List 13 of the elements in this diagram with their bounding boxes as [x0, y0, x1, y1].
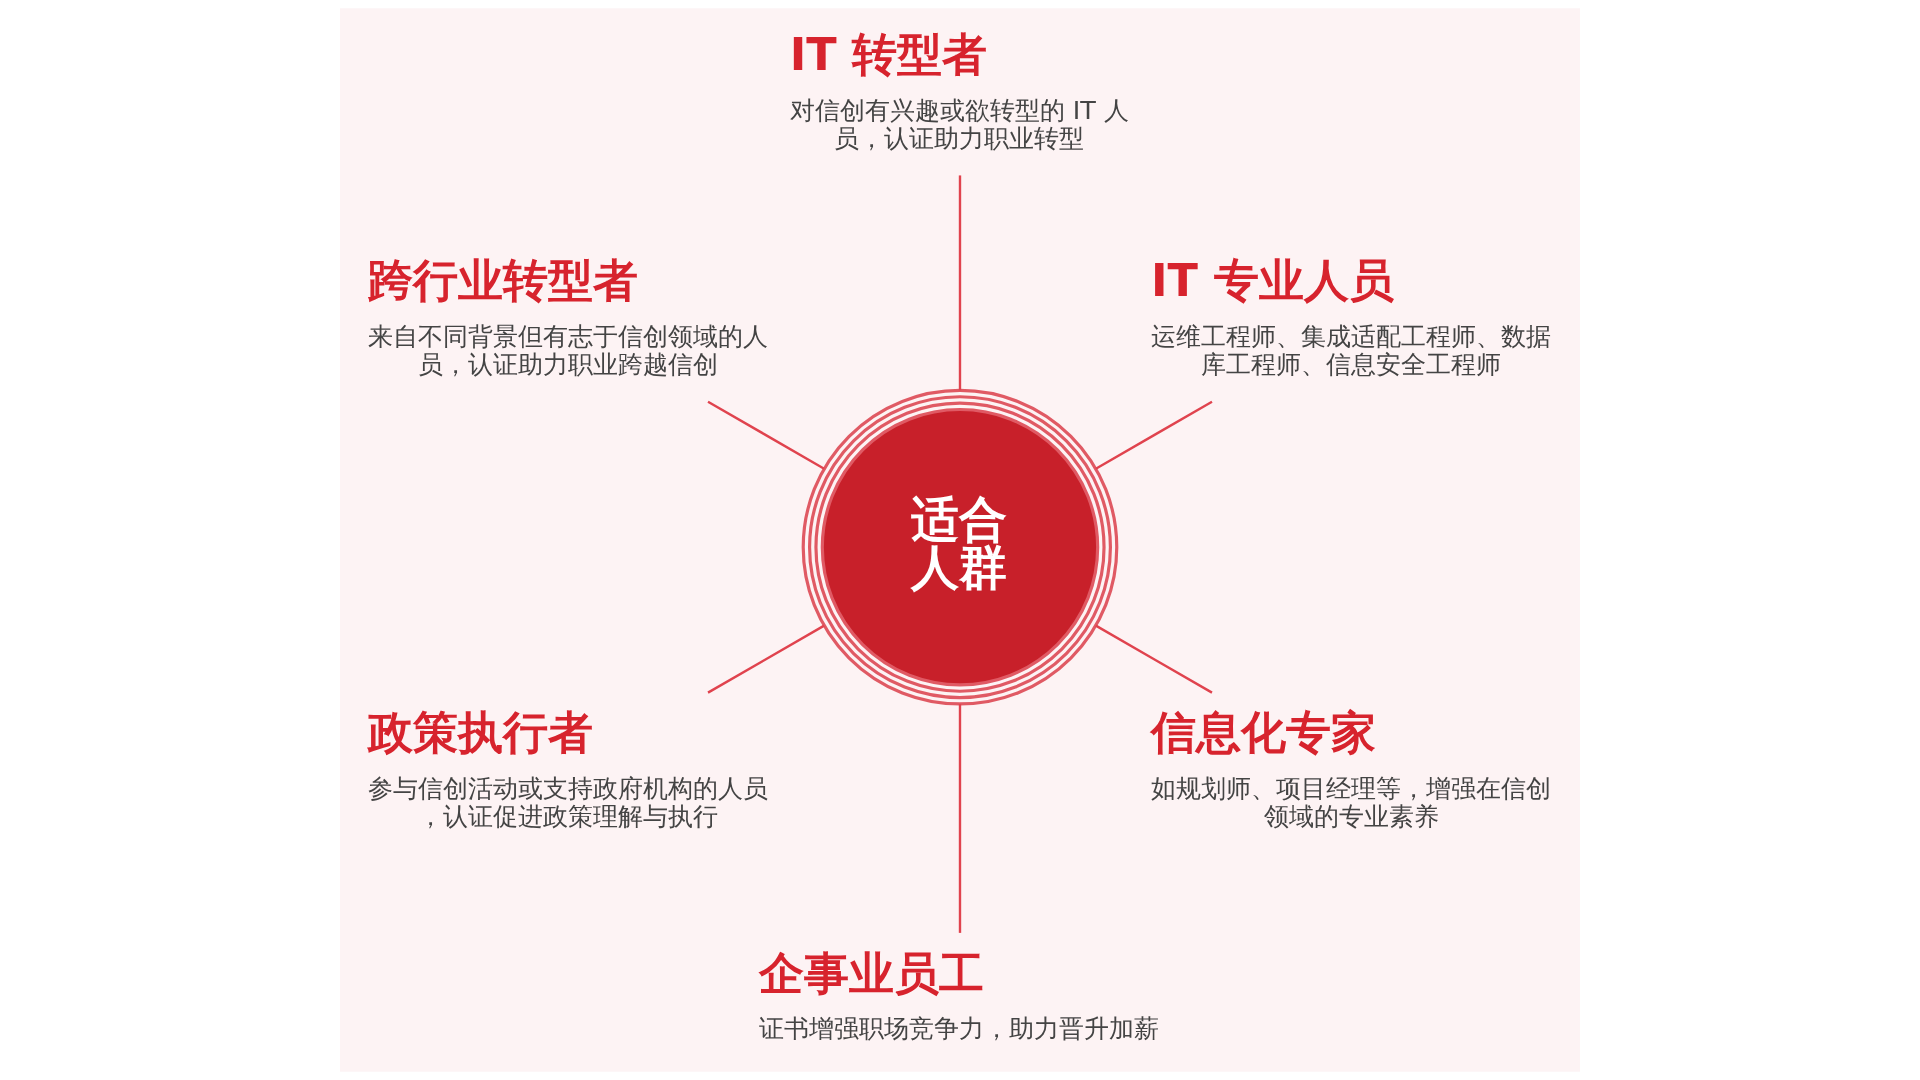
- node-text: 政策执行者 参与信创活动或支持政府机构的人员，认证促进政策理解与执行: [367, 707, 768, 832]
- connector: [958, 175, 962, 391]
- node-text: 跨行业转型者 来自不同背景但有志于信创领域的人员，认证助力职业跨越信创: [367, 255, 768, 380]
- connector: [707, 400, 825, 470]
- connector: [1095, 624, 1213, 694]
- node-text: IT 专业人员 运维工程师、集成适配工程师、数据库工程师、信息安全工程师: [1151, 255, 1552, 380]
- node-text: 信息化专家 如规划师、项目经理等，增强在信创领域的专业素养: [1151, 707, 1552, 832]
- node-circle: 适合人群: [801, 388, 1119, 706]
- connector: [958, 704, 962, 933]
- connector: [1095, 400, 1213, 470]
- connector: [707, 624, 825, 694]
- node-text: 企事业员工 证书增强职场竞争力，助力晋升加薪: [759, 947, 1160, 1044]
- node-text: IT 转型者 对信创有兴趣或欲转型的 IT 人员，认证助力职业转型: [789, 29, 1129, 154]
